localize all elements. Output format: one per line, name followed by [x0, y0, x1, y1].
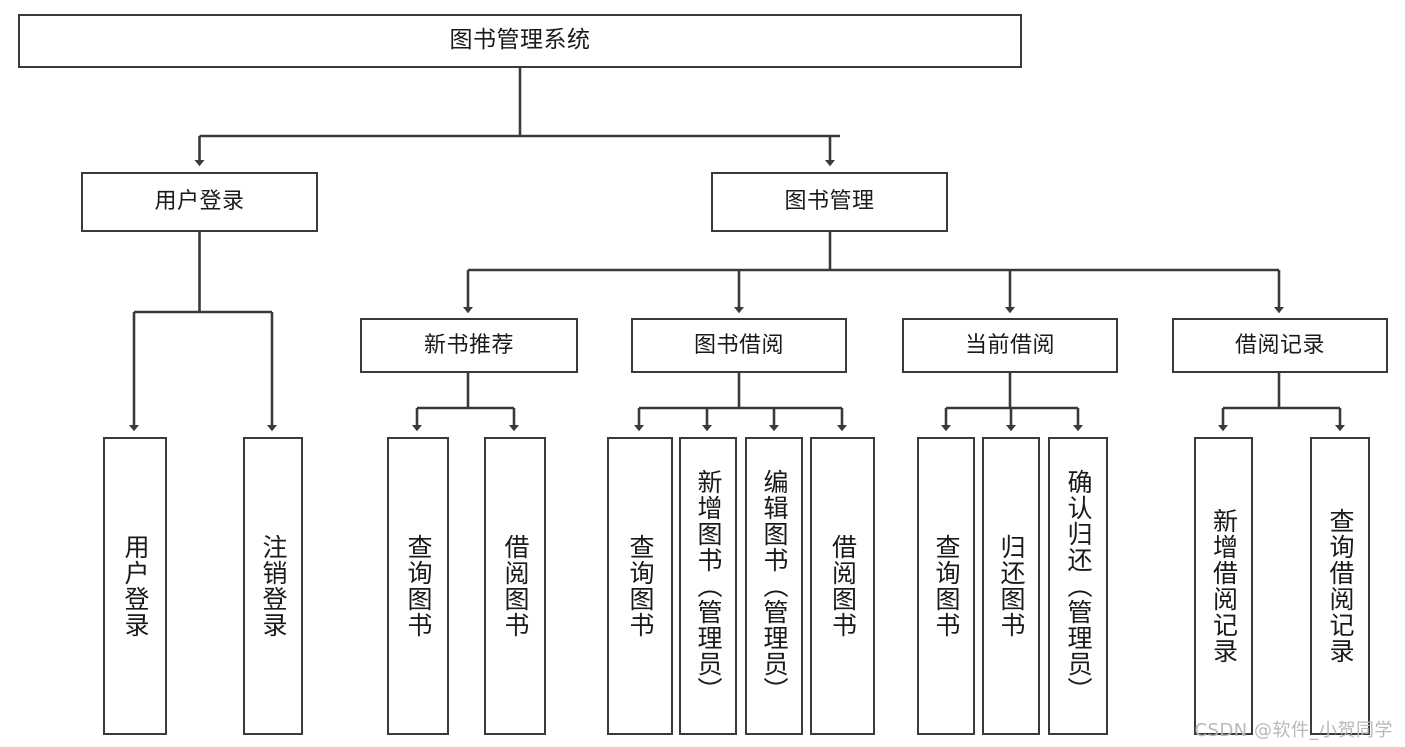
node-leaf-borrow-book-2-label: 借阅图书: [828, 534, 858, 638]
node-current-borrow-label: 当前借阅: [964, 332, 1055, 358]
node-leaf-query-book-2-label: 查询图书: [626, 534, 655, 638]
node-leaf-query-book-1-label: 查询图书: [404, 534, 433, 638]
node-leaf-edit-book[interactable]: 编辑图书（管理员）: [745, 437, 803, 735]
node-leaf-logout-login[interactable]: 注销登录: [243, 437, 303, 735]
node-leaf-logout-login-label: 注销登录: [259, 534, 288, 638]
node-leaf-add-borrow-record[interactable]: 新增借阅记录: [1194, 437, 1253, 735]
node-leaf-user-login-label: 用户登录: [121, 534, 150, 638]
node-borrow-record-label: 借阅记录: [1234, 332, 1325, 358]
node-leaf-confirm-return[interactable]: 确认归还（管理员）: [1048, 437, 1108, 735]
node-leaf-query-borrow-record-label: 查询借阅记录: [1326, 508, 1355, 664]
node-root-label: 图书管理系统: [449, 27, 591, 54]
csdn-watermark: CSDN @软件_小贺同学: [1194, 720, 1393, 741]
node-root[interactable]: 图书管理系统: [18, 14, 1022, 68]
node-leaf-query-borrow-record[interactable]: 查询借阅记录: [1310, 437, 1370, 735]
node-leaf-query-book-1[interactable]: 查询图书: [387, 437, 449, 735]
node-leaf-user-login[interactable]: 用户登录: [103, 437, 167, 735]
node-new-book-recommend-label: 新书推荐: [423, 332, 514, 358]
node-leaf-query-book-2[interactable]: 查询图书: [607, 437, 673, 735]
node-leaf-query-book-3-label: 查询图书: [932, 534, 961, 638]
node-user-login-label: 用户登录: [154, 189, 245, 215]
node-book-borrow-label: 图书借阅: [693, 332, 784, 358]
node-borrow-record[interactable]: 借阅记录: [1172, 318, 1388, 373]
node-leaf-borrow-book-1-label: 借阅图书: [501, 534, 530, 638]
node-leaf-edit-book-label: 编辑图书（管理员）: [760, 469, 789, 703]
node-leaf-return-book[interactable]: 归还图书: [982, 437, 1040, 735]
node-leaf-add-borrow-record-label: 新增借阅记录: [1209, 508, 1239, 664]
node-leaf-query-book-3[interactable]: 查询图书: [917, 437, 975, 735]
node-leaf-borrow-book-2[interactable]: 借阅图书: [810, 437, 875, 735]
node-leaf-confirm-return-label: 确认归还（管理员）: [1064, 469, 1093, 703]
node-book-borrow[interactable]: 图书借阅: [631, 318, 847, 373]
node-leaf-borrow-book-1[interactable]: 借阅图书: [484, 437, 546, 735]
node-book-manage[interactable]: 图书管理: [711, 172, 948, 232]
node-leaf-return-book-label: 归还图书: [997, 534, 1026, 638]
node-leaf-add-book-label: 新增图书（管理员）: [694, 469, 723, 703]
node-new-book-recommend[interactable]: 新书推荐: [360, 318, 578, 373]
node-book-manage-label: 图书管理: [784, 189, 875, 215]
node-user-login[interactable]: 用户登录: [81, 172, 318, 232]
node-current-borrow[interactable]: 当前借阅: [902, 318, 1118, 373]
node-leaf-add-book[interactable]: 新增图书（管理员）: [679, 437, 737, 735]
